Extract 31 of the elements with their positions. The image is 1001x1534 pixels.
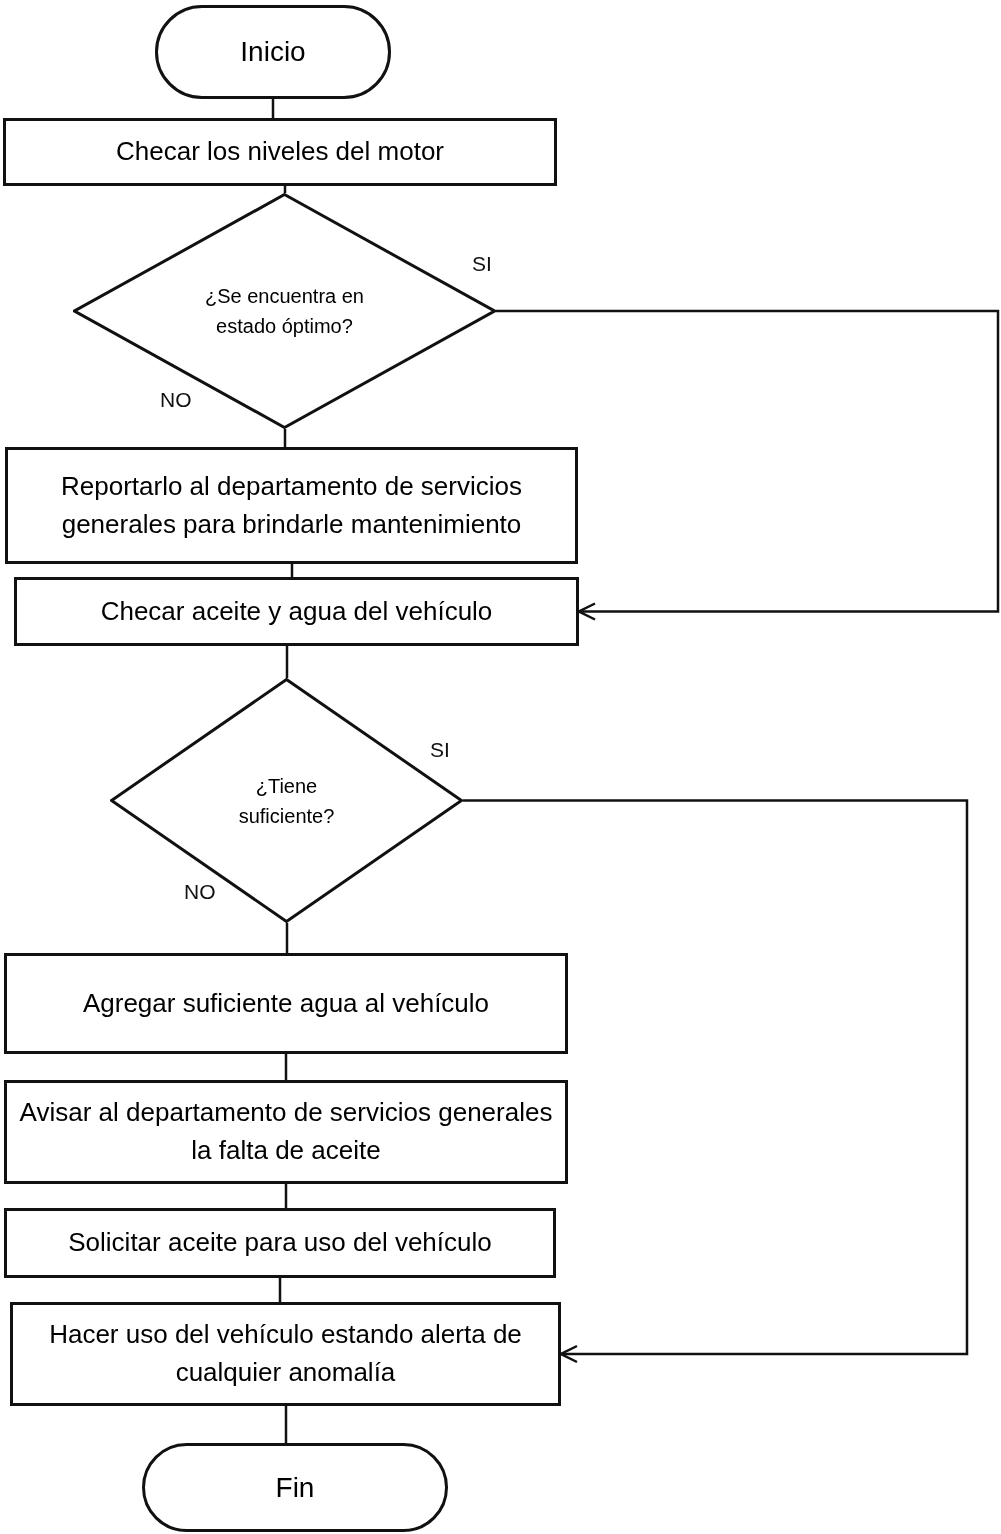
process-text: Solicitar aceite para uso del vehículo [68, 1226, 492, 1260]
arrow [496, 309, 1000, 621]
process-text: Reportarlo al departamento de servicios generales para brindarle mantenimiento [60, 469, 523, 541]
process-box [3, 118, 557, 186]
process-box [4, 953, 568, 1054]
connector-line [285, 923, 289, 953]
edge-label: SI [430, 738, 450, 762]
process-text: Avisar al departamento de servicios generales la falta de aceite [18, 1096, 554, 1167]
connector-line [284, 1184, 288, 1208]
connector-line [284, 1406, 288, 1443]
process-box [14, 577, 579, 646]
connector-line [278, 1278, 282, 1302]
terminal-text: Fin [275, 1471, 315, 1504]
arrow [463, 799, 969, 1364]
connector-line [285, 646, 289, 678]
connector-line [271, 99, 275, 118]
terminal-text: Inicio [240, 36, 306, 68]
process-box [4, 1208, 556, 1278]
process-text: Hacer uso del vehículo estando alerta de cualquier anomalía [48, 1318, 523, 1389]
decision-text: ¿Tiene suficiente? [237, 773, 336, 829]
process-text: Checar aceite y agua del vehículo [100, 594, 493, 628]
process-box [4, 1080, 568, 1184]
process-box [10, 1302, 561, 1406]
edge-label: SI [472, 252, 492, 276]
process-box [5, 447, 578, 564]
connector-line [284, 1054, 288, 1080]
decision-text: ¿Se encuentra en estado óptimo? [204, 284, 365, 339]
process-text: Agregar suficiente agua al vehículo [82, 986, 490, 1020]
process-text: Checar los niveles del motor [115, 135, 444, 169]
edge-label: NO [160, 388, 192, 412]
edge-label: NO [184, 880, 216, 904]
